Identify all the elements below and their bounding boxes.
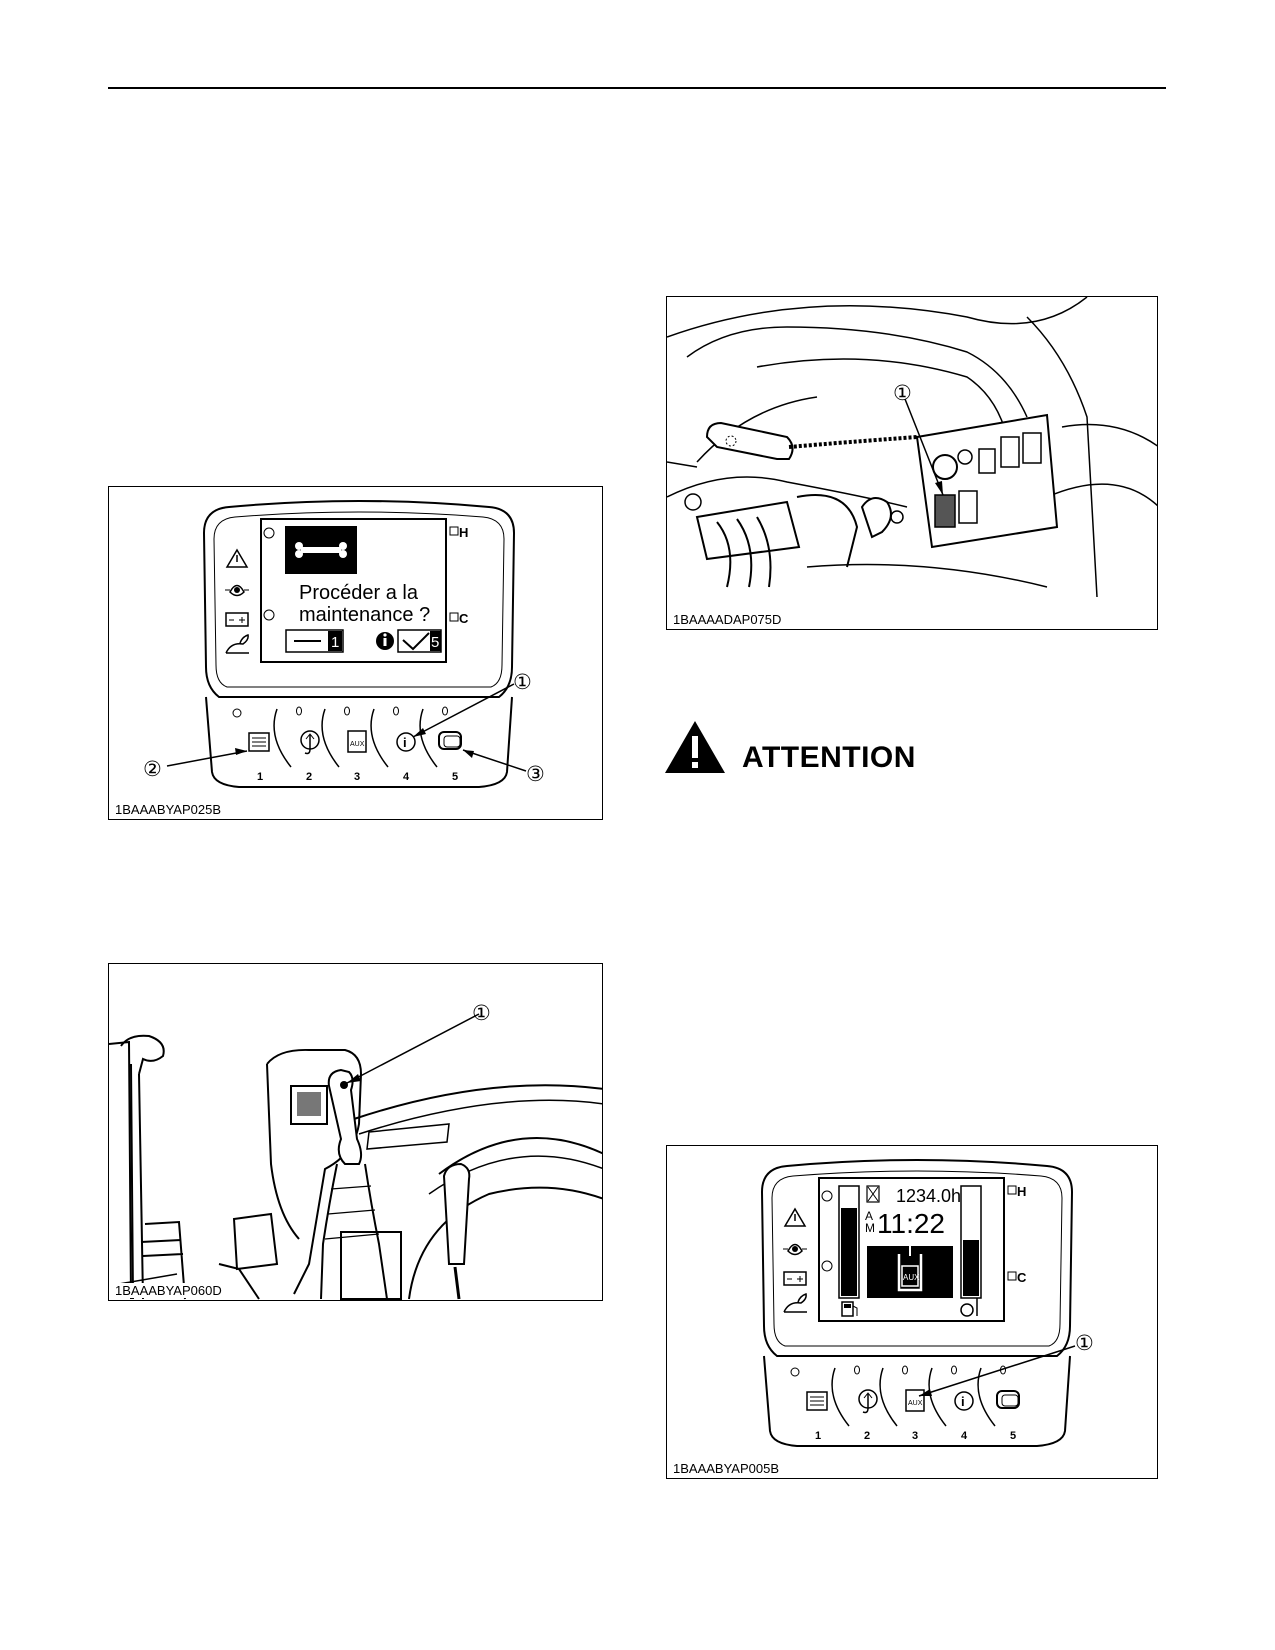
clock-time: 11:22 bbox=[877, 1208, 945, 1239]
gauge-cold-label: C bbox=[1017, 1270, 1027, 1285]
figure-display-aux: 1234.0h A M 11:22 AUX H C AUX i 1 2 3 bbox=[666, 1145, 1158, 1479]
callout-3: ③ bbox=[526, 763, 545, 786]
info-key-icon: i bbox=[396, 732, 416, 752]
key-number-5: 5 bbox=[452, 771, 458, 783]
svg-text:i: i bbox=[403, 735, 407, 750]
key-check-number: 5 bbox=[431, 634, 439, 651]
key-number-4: 4 bbox=[961, 1430, 968, 1442]
aux-key-icon: AUX bbox=[905, 1389, 925, 1412]
key-minus-number: 1 bbox=[331, 634, 339, 651]
temperature-level-bar bbox=[963, 1240, 979, 1296]
key-number-3: 3 bbox=[354, 771, 360, 783]
callout-1: ① bbox=[893, 382, 912, 405]
menu-key-icon bbox=[806, 1391, 828, 1411]
attention-banner: ATTENTION bbox=[663, 719, 963, 779]
maintenance-message-line1: Procéder a la bbox=[299, 582, 419, 604]
aux-key-icon: AUX bbox=[347, 730, 367, 753]
figure-code: 1BAAAADAP075D bbox=[673, 612, 782, 627]
instrument-panel-drawing: 1234.0h A M 11:22 AUX H C AUX i 1 2 3 bbox=[760, 1159, 1094, 1447]
key-number-1: 1 bbox=[257, 771, 263, 783]
menu-key-icon bbox=[248, 732, 270, 752]
key-number-3: 3 bbox=[912, 1430, 918, 1442]
wrench-icon bbox=[295, 542, 347, 558]
switch-highlighted bbox=[934, 494, 956, 528]
key-number-4: 4 bbox=[403, 771, 410, 783]
joystick-drawing: ① bbox=[109, 1002, 602, 1300]
key-number-2: 2 bbox=[306, 771, 312, 783]
oil-pressure-icon bbox=[783, 1243, 807, 1256]
screen-key-icon bbox=[438, 731, 462, 750]
callout-1: ① bbox=[513, 671, 532, 694]
attention-label: ATTENTION bbox=[742, 741, 916, 774]
figure-code: 1BAAABYAP060D bbox=[115, 1283, 225, 1298]
rabbit-icon bbox=[783, 1293, 807, 1313]
key-number-5: 5 bbox=[1010, 1430, 1016, 1442]
key-number-1: 1 bbox=[815, 1430, 821, 1442]
warning-light-icon bbox=[225, 548, 249, 568]
switch-panel-drawing: ① bbox=[667, 297, 1157, 598]
info-icon bbox=[376, 632, 394, 650]
callout-1: ① bbox=[472, 1002, 491, 1025]
callout-1: ① bbox=[1075, 1332, 1094, 1355]
figure-code: 1BAAABYAP025B bbox=[115, 802, 221, 817]
key-number-2: 2 bbox=[864, 1430, 870, 1442]
coolant-temp-icon bbox=[960, 1298, 978, 1317]
battery-icon bbox=[783, 1271, 807, 1286]
screen-key-icon bbox=[996, 1390, 1020, 1409]
svg-text:AUX: AUX bbox=[903, 1273, 920, 1282]
hitch-key-icon bbox=[858, 1389, 878, 1414]
oil-pressure-icon bbox=[225, 584, 249, 597]
check-icon bbox=[402, 632, 430, 651]
figure-display-maintenance: Procéder a la maintenance ? 1 5 H C AUX … bbox=[108, 486, 603, 820]
rabbit-icon bbox=[225, 634, 249, 654]
gauge-high-label: H bbox=[1017, 1184, 1026, 1199]
hour-meter: 1234.0h bbox=[896, 1186, 961, 1206]
warning-light-icon bbox=[783, 1207, 807, 1227]
instrument-panel-drawing: Procéder a la maintenance ? 1 5 H C AUX … bbox=[143, 500, 545, 788]
figure-joystick: ① 1BAAABYAP060D bbox=[108, 963, 603, 1301]
figure-switch-panel: ① 1BAAAADAP075D bbox=[666, 296, 1158, 630]
gauge-cold-label: C bbox=[459, 611, 469, 626]
am-label-a: A bbox=[865, 1209, 873, 1223]
fuel-icon bbox=[841, 1301, 858, 1317]
am-label-m: M bbox=[865, 1221, 875, 1235]
warning-triangle-icon bbox=[665, 721, 725, 773]
info-key-icon: i bbox=[954, 1391, 974, 1411]
aux-display-icon: AUX bbox=[897, 1246, 923, 1292]
maintenance-message-line2: maintenance ? bbox=[299, 604, 430, 626]
hourglass-icon bbox=[866, 1185, 880, 1203]
gauge-high-label: H bbox=[459, 525, 468, 540]
figure-code: 1BAAABYAP005B bbox=[673, 1461, 779, 1476]
svg-text:AUX: AUX bbox=[350, 741, 365, 748]
header-rule bbox=[108, 87, 1166, 89]
svg-text:i: i bbox=[961, 1394, 965, 1409]
callout-2: ② bbox=[143, 758, 162, 781]
svg-text:AUX: AUX bbox=[908, 1400, 923, 1407]
battery-icon bbox=[225, 612, 249, 627]
fuel-level-bar bbox=[841, 1208, 857, 1296]
hitch-key-icon bbox=[300, 730, 320, 755]
